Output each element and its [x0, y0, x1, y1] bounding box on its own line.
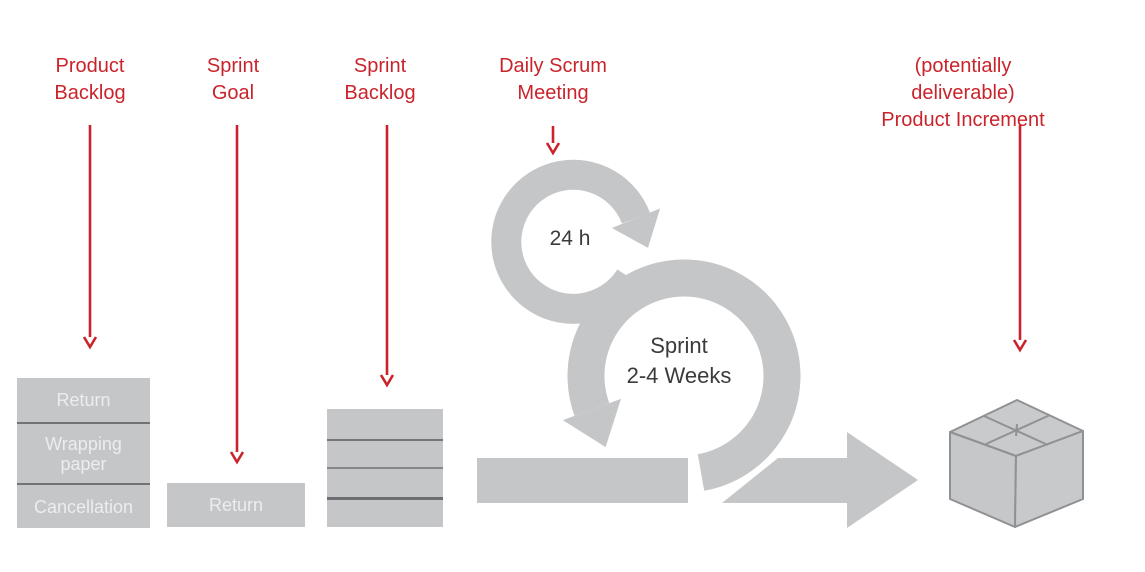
package-box-icon — [949, 399, 1084, 528]
sprint-backlog-row — [327, 467, 443, 497]
backlog-item: Return — [56, 390, 111, 410]
sprint-backlog-card — [327, 409, 443, 527]
sprint-backlog-row — [327, 409, 443, 439]
daily-cycle-arrow-icon — [491, 159, 661, 324]
backlog-item: Cancellation — [17, 483, 150, 528]
label-daily-scrum-meeting: Daily Scrum Meeting — [499, 55, 607, 104]
sprint-backlog-row — [327, 439, 443, 467]
label-sprint-goal: Sprint Goal — [206, 55, 260, 104]
sprint-cycle-arrow-icon — [562, 259, 801, 491]
label-product-backlog: Product Backlog — [54, 55, 126, 104]
sprint-goal-card: Return — [167, 483, 305, 527]
release-arrow-icon — [722, 432, 918, 528]
product-backlog-stack: Return Wrapping paper Cancellation — [17, 378, 150, 528]
label-daily-cycle-duration: 24 h — [549, 227, 591, 250]
backlog-item: Wrapping paper — [17, 422, 150, 483]
sprint-work-bar — [477, 458, 688, 503]
label-sprint-cycle-duration: Sprint 2-4 Weeks — [626, 333, 732, 388]
label-sprint-backlog: Sprint Backlog — [344, 55, 416, 104]
label-product-increment: (potentially deliverable) Product Increm… — [881, 55, 1045, 131]
sprint-backlog-row — [327, 497, 443, 527]
pointer-arrows — [82, 125, 1028, 465]
